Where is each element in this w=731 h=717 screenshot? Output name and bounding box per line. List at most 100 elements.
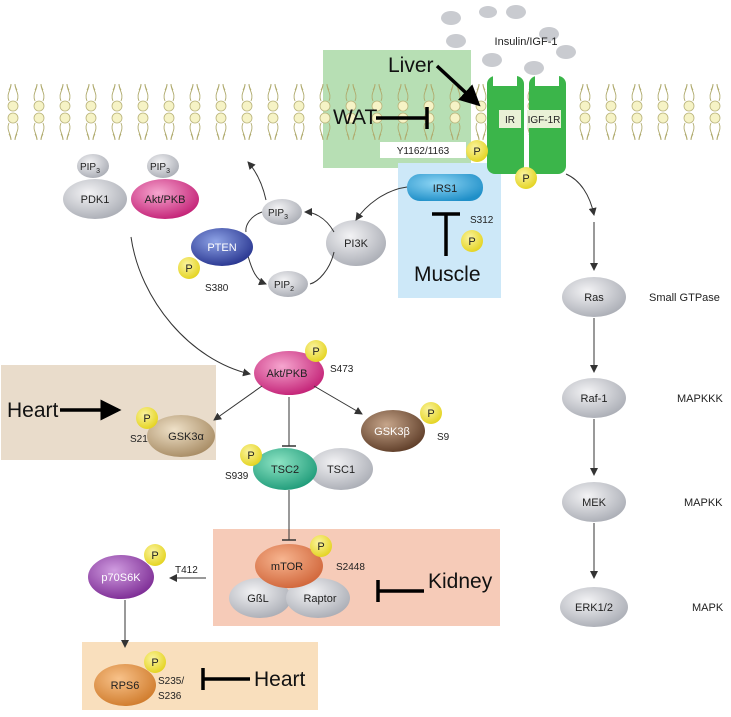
phospho-s473-label: P xyxy=(312,346,319,358)
t412-label: T412 xyxy=(175,565,198,576)
akt-to-gsk3a xyxy=(213,385,263,421)
mek-type-label: MAPKK xyxy=(684,497,723,509)
akt-mid-label: Akt/PKB xyxy=(267,368,308,380)
akt-top-node xyxy=(131,179,199,219)
pdk1-node xyxy=(63,179,127,219)
akt-top-label: Akt/PKB xyxy=(145,194,186,206)
y1162-label: Y1162/1163 xyxy=(397,146,450,157)
akt-to-gsk3b xyxy=(313,385,363,415)
phospho-s235-label: P xyxy=(151,657,158,669)
pten-node xyxy=(191,228,253,266)
raptor-node xyxy=(286,578,350,618)
tsc2-node xyxy=(253,448,317,490)
akt-pip3-label: PIP3 xyxy=(150,162,170,175)
raf1-node xyxy=(562,378,626,418)
irs1-node xyxy=(407,174,483,201)
pip2-label: PIP2 xyxy=(274,280,294,293)
phospho-s9 xyxy=(420,402,442,424)
pdk1-label: PDK1 xyxy=(81,194,110,206)
erk-label: ERK1/2 xyxy=(575,602,613,614)
pdk1-to-akt xyxy=(130,236,251,377)
cell-membrane xyxy=(0,84,731,140)
tsc2-label: TSC2 xyxy=(271,464,299,476)
irs1-to-pi3k xyxy=(355,186,408,221)
wat-label: WAT xyxy=(333,106,377,129)
phospho-receptor xyxy=(515,167,537,189)
phospho-s21 xyxy=(136,407,158,429)
akt-mid-node xyxy=(254,351,324,395)
s312-label: S312 xyxy=(470,215,494,226)
ir-label: IR xyxy=(505,115,515,126)
s473-label: S473 xyxy=(330,364,354,375)
s2448-label: S2448 xyxy=(336,562,365,573)
phospho-s2448 xyxy=(310,535,332,557)
gsk3a-node xyxy=(147,415,215,457)
tsc1-label: TSC1 xyxy=(327,464,355,476)
phospho-s2448-label: P xyxy=(317,541,324,553)
phospho-receptor-label: P xyxy=(522,173,529,185)
phospho-t412-label: P xyxy=(151,550,158,562)
pdk1-pip3-node xyxy=(77,154,109,178)
phospho-y1162 xyxy=(466,140,488,162)
igf1r-label: IGF-1R xyxy=(528,115,561,126)
insulin-ligands xyxy=(441,5,576,75)
phospho-t412 xyxy=(144,544,166,566)
akt-pip3-node xyxy=(147,154,179,178)
phospho-s380-label: P xyxy=(185,263,192,275)
pip3-to-membrane xyxy=(247,161,267,201)
phospho-s939 xyxy=(240,444,262,466)
raf1-type-label: MAPKKK xyxy=(677,393,724,405)
muscle-label: Muscle xyxy=(414,263,481,286)
gbl-node xyxy=(229,578,291,618)
s939-label: S939 xyxy=(225,471,249,482)
erk-node xyxy=(560,587,628,627)
pdk1-pip3-label: PIP3 xyxy=(80,162,100,175)
phospho-s9-label: P xyxy=(427,408,434,420)
erk-type-label: MAPK xyxy=(692,602,724,614)
ras-node xyxy=(562,277,626,317)
phospho-s473 xyxy=(305,340,327,362)
gsk3b-label: GSK3β xyxy=(374,426,410,438)
s9-label: S9 xyxy=(437,432,450,443)
mtor-label: mTOR xyxy=(271,561,303,573)
receptor-to-mapk xyxy=(565,173,597,216)
liver-arrow xyxy=(435,64,481,107)
heart1-label: Heart xyxy=(7,399,59,422)
rps6-label: RPS6 xyxy=(111,680,140,692)
heart2-label: Heart xyxy=(254,668,306,691)
pten-to-pip2 xyxy=(247,255,267,286)
s235-label: S235/ xyxy=(158,676,184,687)
phospho-s235 xyxy=(144,651,166,673)
p70s6k-node xyxy=(88,555,154,599)
ras-type-label: Small GTPase xyxy=(649,292,720,304)
pi3k-node xyxy=(326,220,386,266)
pi3k-label: PI3K xyxy=(344,238,369,250)
phospho-y1162-label: P xyxy=(473,146,480,158)
s380-label: S380 xyxy=(205,283,229,294)
gbl-label: GßL xyxy=(247,593,268,605)
raptor-label: Raptor xyxy=(303,593,336,605)
phospho-s21-label: P xyxy=(143,413,150,425)
ligand-label: Insulin/IGF-1 xyxy=(495,36,558,48)
mek-node xyxy=(562,482,626,522)
tsc1-node xyxy=(309,448,373,490)
phospho-s939-label: P xyxy=(247,450,254,462)
rps6-node xyxy=(94,664,156,706)
s21-label: S21 xyxy=(130,434,148,445)
phospho-s380 xyxy=(178,257,200,279)
irs1-label: IRS1 xyxy=(433,183,457,195)
raf1-label: Raf-1 xyxy=(581,393,608,405)
gsk3a-label: GSK3α xyxy=(168,431,204,443)
pip3-cycle-label: PIP3 xyxy=(268,208,288,221)
pi3k-pip2-link xyxy=(309,251,335,285)
pten-label: PTEN xyxy=(207,242,236,254)
kidney-label: Kidney xyxy=(428,570,493,593)
pten-link-top xyxy=(245,211,263,233)
mek-label: MEK xyxy=(582,497,607,509)
mtor-node xyxy=(255,544,323,588)
liver-label: Liver xyxy=(388,54,434,77)
s236-label: S236 xyxy=(158,691,182,702)
phospho-s312 xyxy=(461,230,483,252)
pip3-node xyxy=(262,199,302,225)
